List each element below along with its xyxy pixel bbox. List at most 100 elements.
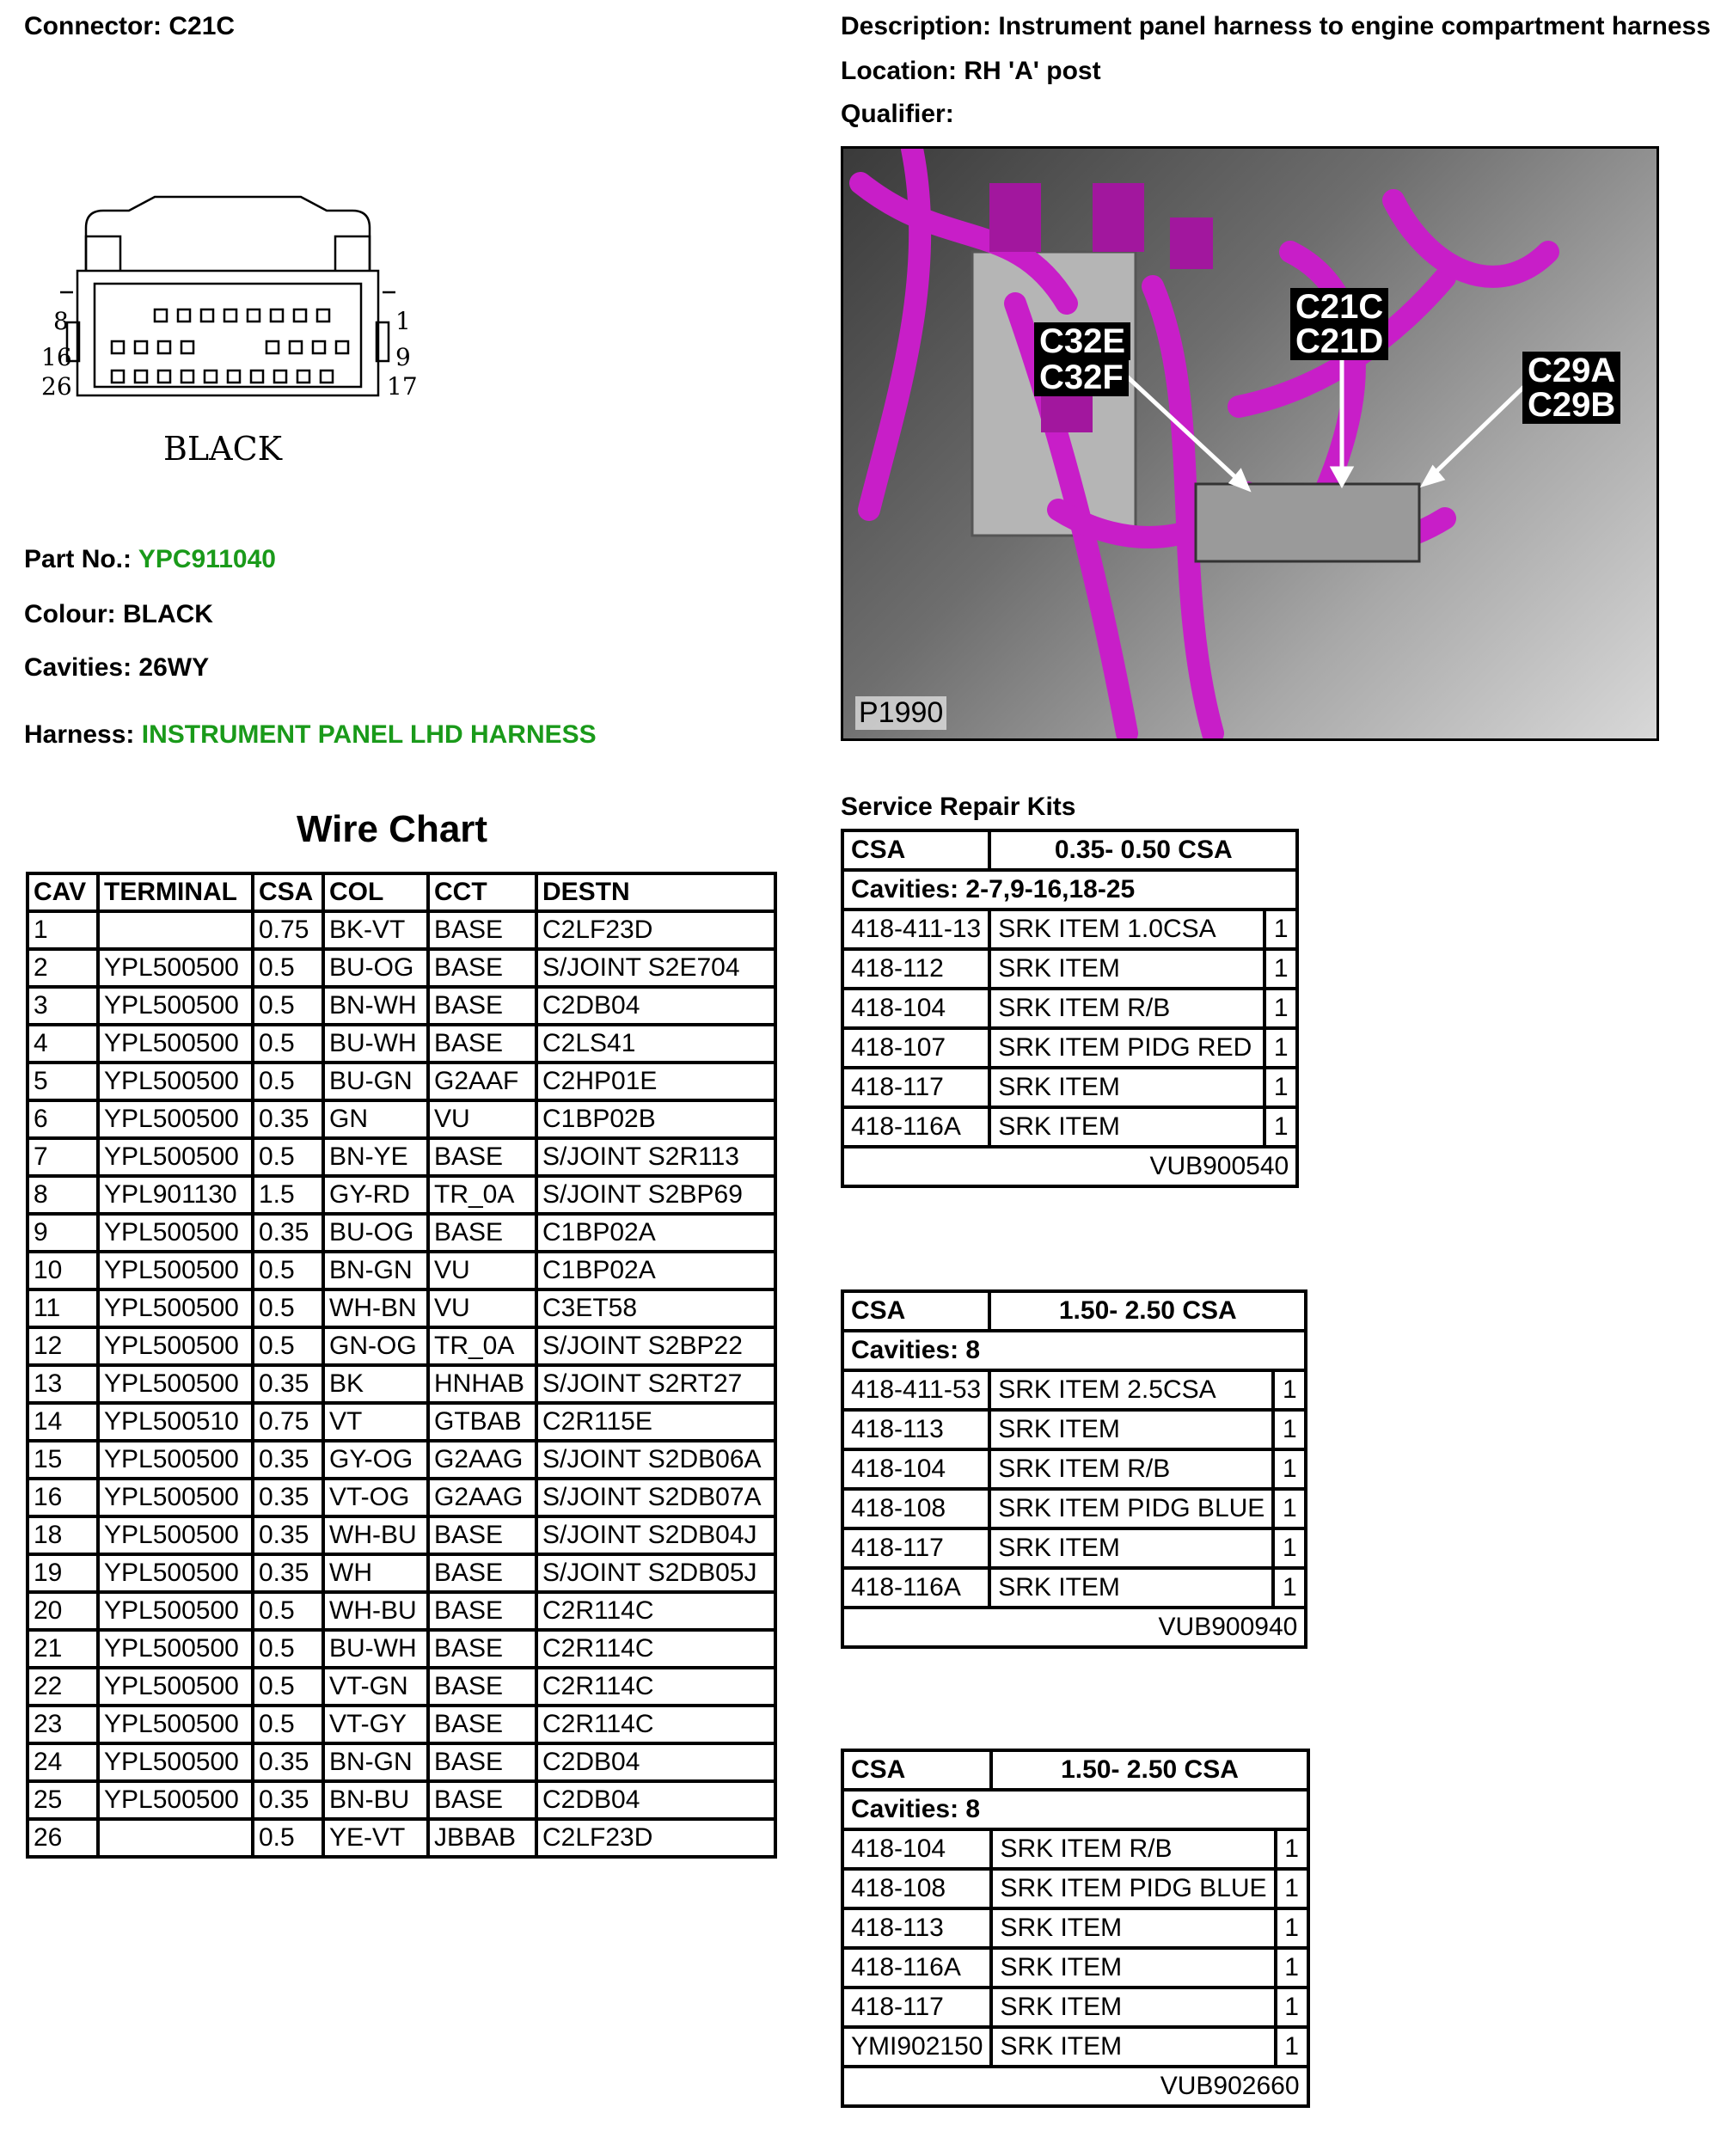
cavity [269,308,285,323]
cell-col: BU-OG [321,1212,430,1253]
cell-terminal: YPL500500 [96,1023,254,1064]
cavity [110,340,126,355]
kit-item-part: 418-104 [840,987,992,1030]
cell-cav: 2 [26,947,100,989]
cell-destn: S/JOINT S2RT27 [535,1363,777,1405]
kit-cavities-row: Cavities: 8 [840,1329,1308,1372]
cell-csa: 0.5 [251,1590,325,1632]
cell-csa: 0.5 [251,1061,325,1102]
cell-terminal: YPL500500 [96,1666,254,1707]
cavity [265,340,280,355]
cell-cav: 6 [26,1099,100,1140]
kit-item-qty: 1 [1271,1408,1308,1451]
cell-terminal: YPL500500 [96,1363,254,1405]
cell-col: VT-OG [321,1477,430,1518]
harness-field: Harness: INSTRUMENT PANEL LHD HARNESS [24,720,597,750]
cell-col: GN [321,1099,430,1140]
kit-item-qty: 1 [1273,1907,1310,1950]
photo-label-c21d: C21D [1290,322,1389,360]
cell-terminal: YPL500500 [96,1742,254,1783]
pin-label-16: 16 [41,343,72,371]
cell-destn: C2DB04 [535,1742,777,1783]
location-field: Location: RH 'A' post [841,57,1101,86]
cell-destn: C2LF23D [535,910,777,951]
cell-destn: S/JOINT S2DB06A [535,1439,777,1480]
cell-destn: C2DB04 [535,1779,777,1821]
cavities-value: 26WY [138,653,210,682]
kit-item-qty: 1 [1273,1946,1310,1989]
photo-code: P1990 [855,696,947,730]
cavity [246,308,261,323]
cell-destn: C2R115E [535,1401,777,1442]
cell-destn: C2LS41 [535,1023,777,1064]
connector-field: Connector: C21C [24,12,235,41]
cell-destn: S/JOINT S2BP22 [535,1326,777,1367]
cavities-label: Cavities: [24,653,132,682]
pin-label-1: 1 [395,307,411,335]
kit-item-description: SRK ITEM [988,1106,1267,1148]
part-no-link[interactable]: YPC911040 [138,545,276,573]
cavity [156,340,172,355]
cavity [249,369,265,384]
cell-cct: VU [426,1250,538,1291]
cell-col: GN-OG [321,1326,430,1367]
cell-col: VT [321,1401,430,1442]
kit-item-part: 418-108 [840,1867,994,1910]
wire-chart-header-row: CAV TERMINAL CSA COL CCT DESTN [26,872,777,913]
cell-cav: 22 [26,1666,100,1707]
cell-cct: BASE [426,910,538,951]
cell-cav: 12 [26,1326,100,1367]
cell-col: BK-VT [321,910,430,951]
cell-cav: 26 [26,1817,100,1859]
cell-col: BN-BU [321,1779,430,1821]
harness-link[interactable]: INSTRUMENT PANEL LHD HARNESS [141,720,597,749]
kit-item-qty: 1 [1263,1066,1300,1109]
cell-cct: BASE [426,1023,538,1064]
kit-item-part: 418-104 [840,1448,992,1491]
kit-cavities: Cavities: 8 [841,1788,1310,1831]
cell-csa: 0.5 [251,1326,325,1367]
cell-csa: 0.5 [251,1666,325,1707]
cell-destn: C3ET58 [535,1288,777,1329]
cell-cct: BASE [426,1779,538,1821]
header-cct: CCT [426,872,538,913]
cell-csa: 0.35 [251,1742,325,1783]
cavity [110,369,126,384]
cell-csa: 0.35 [251,1212,325,1253]
cell-csa: 0.35 [251,1477,325,1518]
photo-label-c32e: C32E [1034,322,1131,360]
cell-cct: BASE [426,985,538,1026]
cell-csa: 0.5 [251,1704,325,1745]
cell-cct: HNHAB [426,1363,538,1405]
cell-cav: 16 [26,1477,100,1518]
cavity [176,308,192,323]
cell-cct: BASE [426,1704,538,1745]
kit-cavities-row: Cavities: 2-7,9-16,18-25 [840,868,1300,911]
kit-item-description: SRK ITEM [989,1986,1277,2029]
cavity [319,369,334,384]
cell-cav: 10 [26,1250,100,1291]
kit-number: VUB900540 [840,1145,1300,1188]
cell-terminal: YPL500500 [96,985,254,1026]
cavity [203,369,218,384]
cell-cct: TR_0A [426,1174,538,1216]
description-label: Description: [841,12,992,40]
cell-csa: 0.35 [251,1779,325,1821]
cell-terminal: YPL500500 [96,1099,254,1140]
cavity [226,369,242,384]
